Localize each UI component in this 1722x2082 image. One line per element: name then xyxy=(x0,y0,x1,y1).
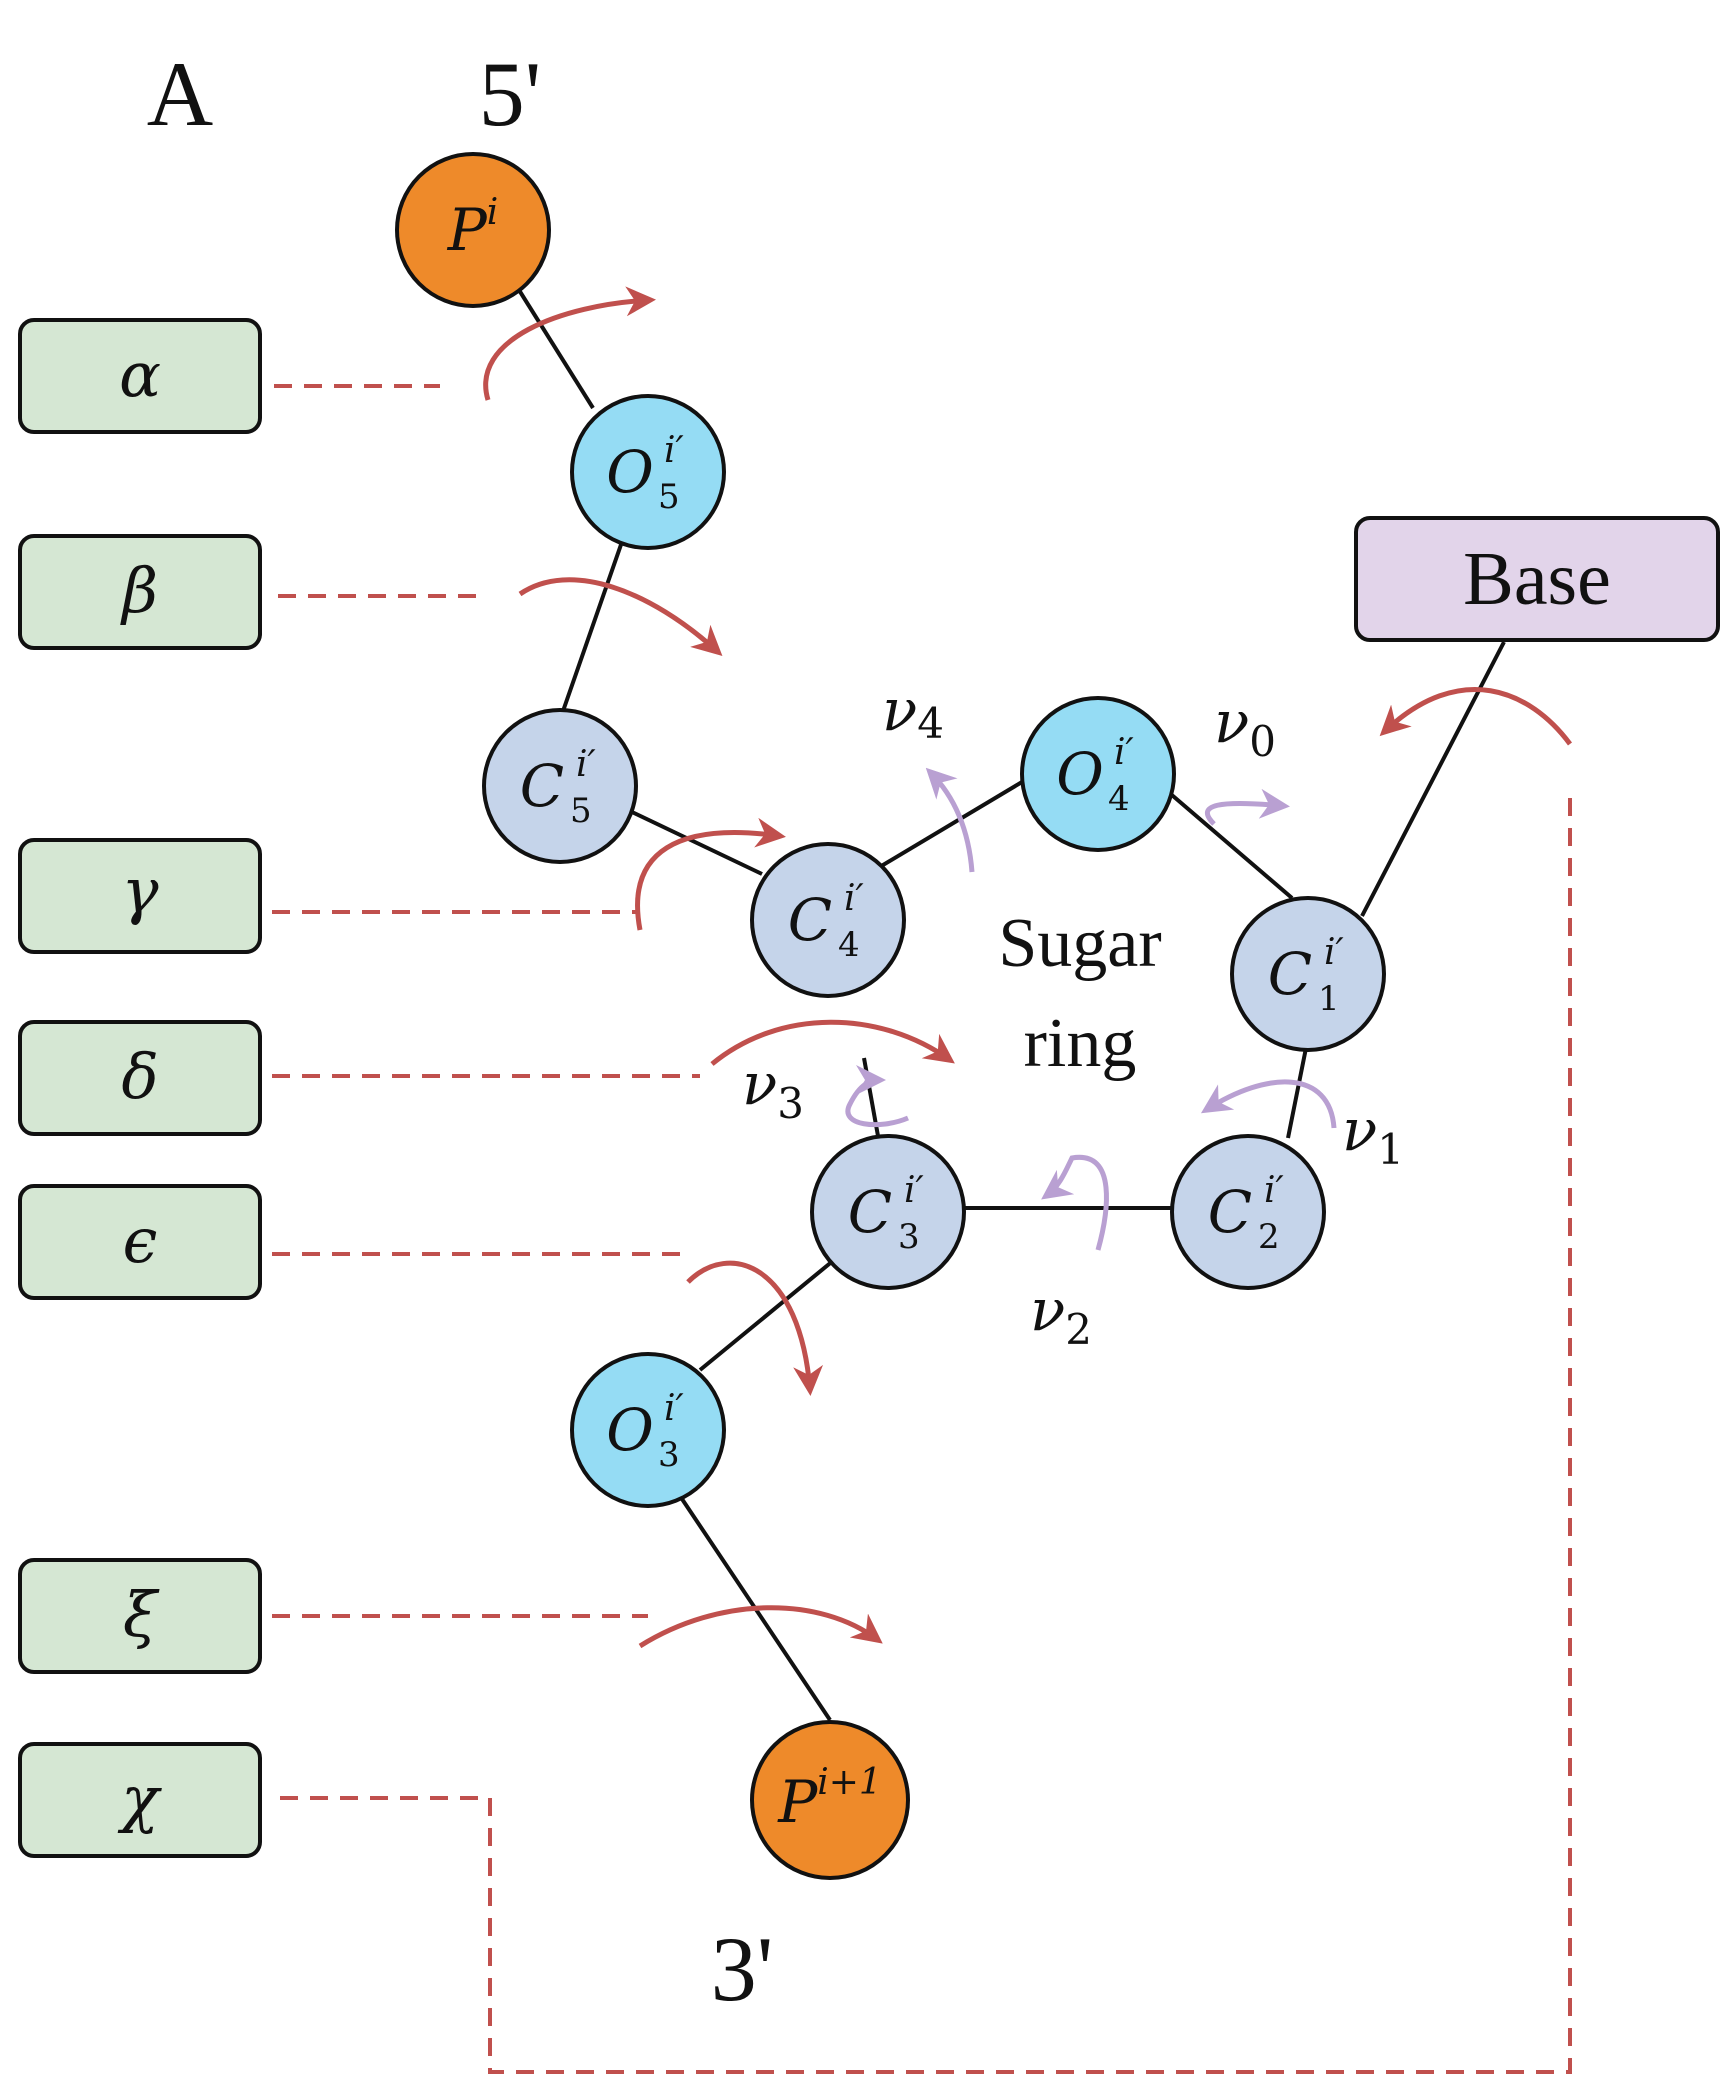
atom-c4-sub: 4 xyxy=(838,925,860,965)
arrow-beta xyxy=(518,577,723,657)
sugar-ring-label-line1: Sugar xyxy=(998,905,1161,982)
nu2-label: ν2 xyxy=(1030,1276,1092,1354)
arrow-nu0 xyxy=(1205,788,1290,826)
atom-p-i1-main: P xyxy=(777,1768,818,1836)
three-prime-label: 3' xyxy=(711,1918,774,2020)
torsion-beta-label: β xyxy=(120,554,158,627)
torsion-delta: δ xyxy=(18,1020,262,1136)
nu0-label: ν0 xyxy=(1214,688,1276,766)
bond-c5-c4 xyxy=(631,810,763,876)
arrow-xi xyxy=(638,1605,883,1649)
atom-c4-main: C xyxy=(788,886,832,954)
atom-o3-sup: i′ xyxy=(664,1388,684,1429)
atom-c1-sub: 1 xyxy=(1318,979,1340,1019)
atom-c5-sub: 5 xyxy=(570,791,592,831)
torsion-beta: β xyxy=(18,534,262,650)
svg-text:Pi: Pi xyxy=(447,192,499,264)
nu3-label: ν3 xyxy=(742,1050,804,1128)
torsion-chi: χ xyxy=(18,1742,262,1858)
atom-c4-sup: i′ xyxy=(844,878,864,919)
atom-c1: C i′ 1 xyxy=(1230,896,1386,1052)
atom-c3-sub: 3 xyxy=(898,1217,920,1257)
atom-o5: O i′ 5 xyxy=(570,394,726,550)
atom-o5-sup: i′ xyxy=(664,430,684,471)
atom-c2-sub: 2 xyxy=(1258,1217,1280,1257)
bond-c3-o3 xyxy=(698,1258,836,1372)
arrow-delta xyxy=(710,1019,955,1066)
atom-c1-main: C xyxy=(1268,940,1312,1008)
atom-c3-main: C xyxy=(848,1178,892,1246)
atom-p-i1-sup: i+1 xyxy=(817,1762,882,1803)
torsion-gamma-label: γ xyxy=(121,854,159,927)
torsion-alpha-label: α xyxy=(119,338,161,411)
atom-p-i1: Pi+1 xyxy=(750,1720,910,1880)
five-prime-label: 5' xyxy=(479,43,542,145)
atom-o4-sub: 4 xyxy=(1108,779,1130,819)
atom-p-i: Pi xyxy=(395,152,551,308)
atom-o4-main: O xyxy=(1056,740,1104,808)
atom-c5-main: C xyxy=(520,752,564,820)
bond-c1-base xyxy=(1360,641,1506,917)
atom-c1-sup: i′ xyxy=(1324,932,1344,973)
atom-c3: C i′ 3 xyxy=(810,1134,966,1290)
atom-o5-main: O xyxy=(606,438,654,506)
ring-arrows xyxy=(845,767,1337,1251)
backbone-arrows xyxy=(483,286,1573,1649)
atom-o3-sub: 3 xyxy=(658,1435,680,1475)
bond-p-o5 xyxy=(517,288,595,410)
torsion-boxes: α β γ δ ϵ ξ χ xyxy=(18,318,262,1858)
atom-o4-sup: i′ xyxy=(1114,732,1134,773)
arrow-alpha xyxy=(483,286,656,401)
atom-c5: C i′ 5 xyxy=(482,708,638,864)
nu1-label: ν1 xyxy=(1342,1096,1404,1174)
arrow-epsilon xyxy=(686,1260,824,1396)
atom-c2: C i′ 2 xyxy=(1170,1134,1326,1290)
torsion-alpha: α xyxy=(18,318,262,434)
arrow-nu3 xyxy=(845,1065,909,1128)
arrow-nu1 xyxy=(1200,1079,1337,1129)
torsion-xi-label: ξ xyxy=(123,1578,160,1651)
arrow-chi xyxy=(1379,687,1573,746)
arrow-nu2 xyxy=(1041,1154,1109,1251)
bond-o5-c5 xyxy=(560,535,626,715)
atom-o5-sub: 5 xyxy=(658,477,680,517)
atoms: Pi Pi+1 O i′ 5 C i′ 5 C i′ 4 xyxy=(395,152,1386,1880)
torsion-delta-label: δ xyxy=(121,1040,158,1113)
bond-c1-c2 xyxy=(1286,1047,1308,1139)
atom-c2-main: C xyxy=(1208,1178,1252,1246)
torsion-epsilon-label: ϵ xyxy=(123,1204,158,1277)
atom-o3-main: O xyxy=(606,1396,654,1464)
atom-p-i-sup: i xyxy=(487,192,499,233)
base-label: Base xyxy=(1463,537,1611,621)
atom-p-i-main: P xyxy=(447,196,488,264)
torsion-chi-label: χ xyxy=(117,1762,162,1835)
bond-c4-o4 xyxy=(876,780,1024,870)
atom-o3: O i′ 3 xyxy=(570,1352,726,1508)
atom-c4: C i′ 4 xyxy=(750,842,906,998)
dashed-connectors xyxy=(272,384,1572,2074)
atom-o4: O i′ 4 xyxy=(1020,696,1176,852)
svg-text:Pi+1: Pi+1 xyxy=(777,1762,882,1836)
bonds xyxy=(517,288,1506,1722)
torsion-epsilon: ϵ xyxy=(18,1184,262,1300)
ring-torsion-labels: ν4 ν0 ν1 ν2 ν3 xyxy=(742,676,1404,1354)
torsion-xi: ξ xyxy=(18,1558,262,1674)
atom-c2-sup: i′ xyxy=(1264,1170,1284,1211)
nu4-label: ν4 xyxy=(882,676,944,748)
torsion-gamma: γ xyxy=(18,838,262,954)
base-box: Base xyxy=(1354,516,1720,642)
atom-c3-sup: i′ xyxy=(904,1170,924,1211)
arrow-gamma xyxy=(635,817,786,931)
dash-chi xyxy=(280,786,1572,2074)
panel-label: A xyxy=(147,43,213,145)
sugar-ring-label-line2: ring xyxy=(1024,1005,1137,1082)
arrow-nu4 xyxy=(925,767,975,873)
atom-c5-sup: i′ xyxy=(576,744,596,785)
bond-o4-c1 xyxy=(1164,788,1294,900)
